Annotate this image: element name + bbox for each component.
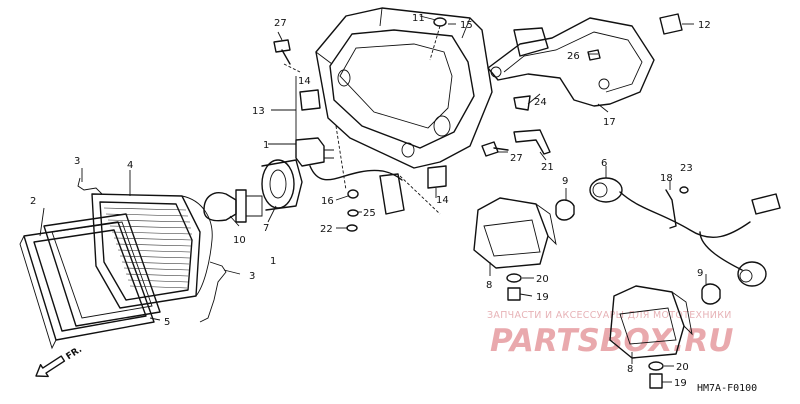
bolt-26 <box>587 49 601 61</box>
part-label: 14 <box>298 76 311 87</box>
part-label: 3 <box>74 156 80 167</box>
part-label: 21 <box>541 162 554 173</box>
part-label: 27 <box>510 153 523 164</box>
screw-22 <box>346 224 358 232</box>
part-label: 27 <box>274 18 287 29</box>
part-label: 6 <box>601 158 607 169</box>
headlight-rim-inner <box>43 213 161 327</box>
bracket-21 <box>513 129 551 155</box>
part-label: 23 <box>680 163 693 174</box>
leader-lines <box>39 15 707 383</box>
part-label: 8 <box>627 364 633 375</box>
spring-top <box>77 177 103 195</box>
part-label: 24 <box>534 97 547 108</box>
washer-25 <box>347 209 359 217</box>
bracket-24 <box>513 27 549 111</box>
part-label: 10 <box>233 235 246 246</box>
part-label: 5 <box>164 317 170 328</box>
watermark-subtitle: ЗАПЧАСТИ И АКСЕССУАРЫ ДЛЯ МОТОТЕХНИКИ <box>487 310 732 321</box>
part-label: 25 <box>363 208 376 219</box>
part-label: 22 <box>320 224 333 235</box>
part-label: 8 <box>486 280 492 291</box>
part-label: 17 <box>603 117 616 128</box>
part-label: 3 <box>249 271 255 282</box>
washer-20-right <box>648 361 664 371</box>
part-label: 18 <box>660 173 673 184</box>
bolt-19-left <box>507 287 521 301</box>
bulb-9-left <box>555 199 575 221</box>
part-label: 14 <box>436 195 449 206</box>
part-label: 20 <box>536 274 549 285</box>
part-label: 1 <box>270 256 276 267</box>
clip-12 <box>659 13 683 35</box>
coupler-25 <box>379 173 405 215</box>
part-label: 15 <box>460 20 473 31</box>
front-label: FR. <box>65 345 84 362</box>
turn-signal-right <box>609 285 693 359</box>
diagram-code: HM7A-F0100 <box>697 383 757 394</box>
part-label: 9 <box>697 268 703 279</box>
part-label: 19 <box>674 378 687 389</box>
clamp-18 <box>665 189 677 229</box>
headlight-bulb <box>203 189 263 223</box>
part-label: 26 <box>567 51 580 62</box>
bulb-9-right <box>701 283 721 305</box>
nut-16 <box>347 189 359 199</box>
part-label: 12 <box>698 20 711 31</box>
part-label: 2 <box>30 196 36 207</box>
headlight-connector <box>295 137 334 167</box>
headlight-rim-outer <box>19 221 155 350</box>
screw-23 <box>679 186 689 194</box>
washer-20-left <box>506 273 522 283</box>
part-label: 1 <box>263 140 269 151</box>
rubber-mount-14-lower <box>427 165 447 189</box>
headlight-stay <box>487 17 655 107</box>
spring-bottom <box>199 261 227 323</box>
screw-15 <box>433 17 447 27</box>
part-label: 4 <box>127 160 133 171</box>
socket-right <box>737 261 767 287</box>
sealed-beam-unit <box>91 193 213 309</box>
socket-6 <box>589 177 623 203</box>
front-direction-arrow: FR. <box>35 345 84 378</box>
part-label: 20 <box>676 362 689 373</box>
part-label: 9 <box>562 176 568 187</box>
part-label: 19 <box>536 292 549 303</box>
rubber-mount-14-upper <box>299 89 321 111</box>
part-label: 13 <box>252 106 265 117</box>
wire-harness-right <box>619 191 751 271</box>
bolt-27-mid <box>481 141 509 157</box>
wire-harness-left <box>309 165 403 181</box>
bulb-socket <box>261 159 303 211</box>
arrow-icon <box>35 355 66 378</box>
turn-signal-left <box>473 197 557 269</box>
part-number-labels: 1 1 2 3 3 4 5 6 7 8 8 9 9 10 11 12 13 14… <box>30 13 711 389</box>
part-label: 11 <box>412 13 425 24</box>
part-label: 16 <box>321 196 334 207</box>
bolt-27-top <box>273 39 291 65</box>
part-label: 7 <box>263 223 269 234</box>
headlight-case <box>315 7 493 169</box>
connector-right <box>751 193 781 215</box>
bolt-19-right <box>649 373 663 389</box>
